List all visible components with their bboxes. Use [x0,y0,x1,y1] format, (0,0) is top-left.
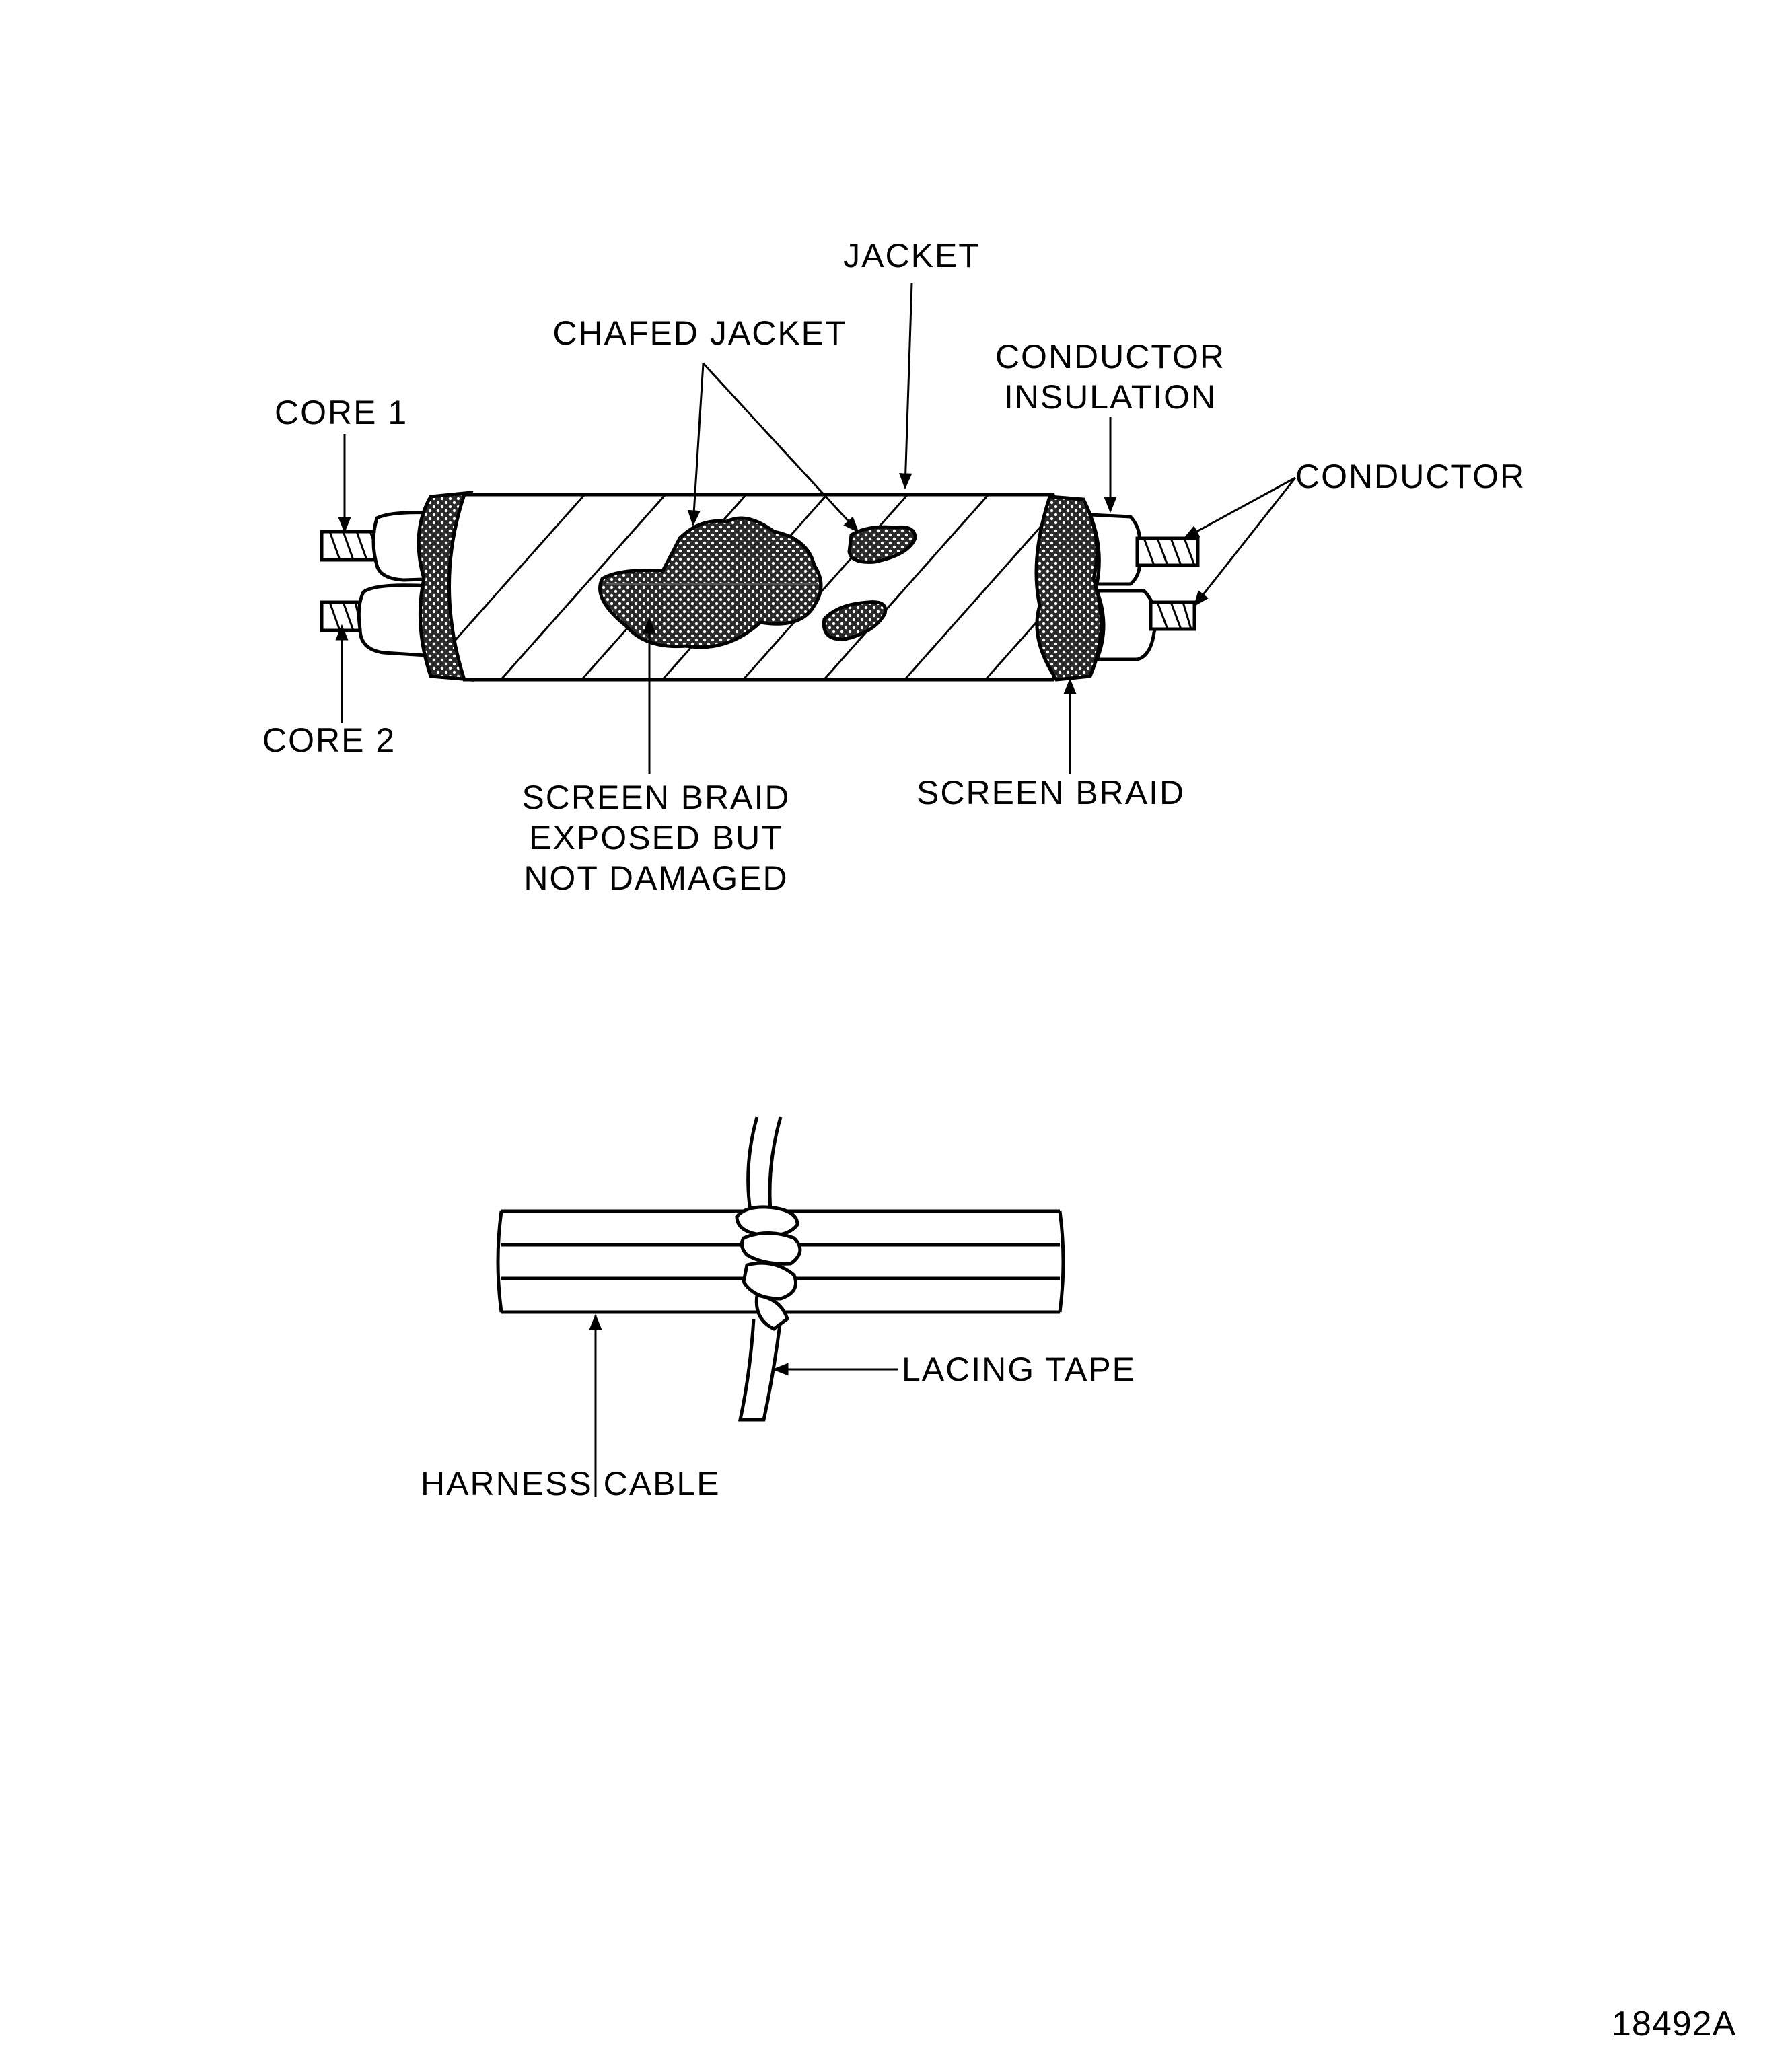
chafed-patch-small-top [847,525,917,564]
label-conductor-insulation-line-2: INSULATION [1003,378,1217,416]
figure-number: 18492A [1612,2004,1737,2044]
label-screen-braid-exposed-line-3: NOT DAMAGED [524,859,789,897]
label-jacket: JACKET [843,237,980,275]
label-chafed-jacket: CHAFED JACKET [552,314,847,352]
label-conductor: CONDUCTOR [1295,458,1526,495]
chafed-patch-small-bottom [822,600,888,641]
label-conductor-insulation-line-1: CONDUCTOR [995,338,1226,375]
label-core-2: CORE 2 [262,721,396,759]
label-lacing-tape: LACING TAPE [902,1350,1137,1388]
label-harness-cable: HARNESS CABLE [421,1465,721,1503]
label-screen-braid-exposed-line-1: SCREEN BRAID [522,779,791,816]
label-conductor-insulation: CONDUCTOR INSULATION [969,336,1252,417]
chafed-patch-large [598,516,823,649]
harness-drawing [496,1116,1065,1422]
right-screen-braid [1034,495,1103,682]
label-screen-braid: SCREEN BRAID [917,774,1186,811]
label-core-1: CORE 1 [275,394,408,431]
right-conductors [1135,536,1200,631]
lacing-tape [735,1116,802,1422]
cable-drawing [320,491,1200,682]
right-conductor-insulation [1087,513,1158,661]
harness-leaders [589,1313,898,1497]
label-screen-braid-exposed-line-2: EXPOSED BUT [529,819,783,857]
label-screen-braid-exposed: SCREEN BRAID EXPOSED BUT NOT DAMAGED [498,777,814,898]
cable-leaders [335,282,1297,774]
